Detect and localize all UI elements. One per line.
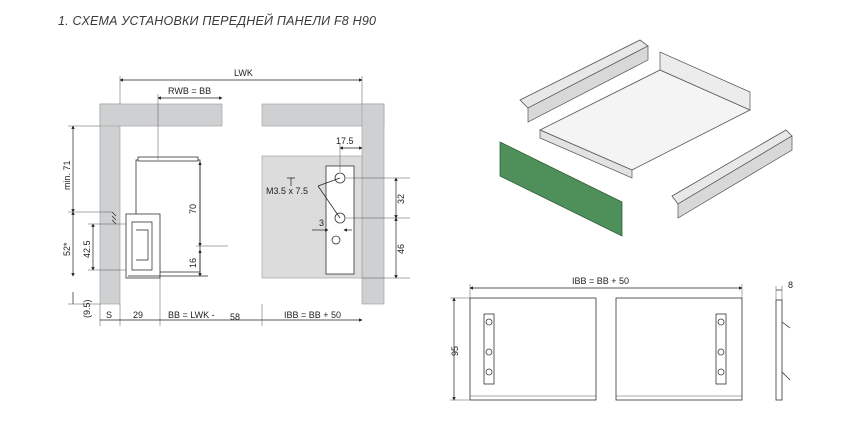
ibb-label-panel: IBB = BB + 50: [572, 276, 629, 286]
lwk-label: LWK: [234, 68, 253, 78]
right-side-rail: [671, 129, 793, 205]
panel-view: IBB = BB + 50 95 8: [450, 276, 793, 401]
page-title: 1. СХЕМА УСТАНОВКИ ПЕРЕДНЕЙ ПАНЕЛИ F8 H9…: [58, 14, 377, 28]
rwb-label: RWB = BB: [168, 86, 211, 96]
min71-label: min. 71: [62, 160, 72, 190]
dim16-label: 16: [188, 258, 198, 268]
dim9-5-label: (9.5): [82, 299, 92, 318]
dim42-5-label: 42.5: [82, 240, 92, 258]
panel-side-profile: [775, 299, 783, 401]
drawer-back: [659, 51, 751, 111]
height95-label: 95: [450, 346, 460, 356]
adjuster-hole: [331, 235, 341, 245]
front-panel-green: [499, 141, 623, 237]
dim52-label: 52*: [62, 242, 72, 256]
bb-label: BB = LWK -: [168, 310, 215, 320]
dim29-label: 29: [133, 310, 143, 320]
screw-label: M3.5 x 7.5: [266, 186, 308, 196]
s-label: S: [106, 310, 112, 320]
drawer-isometric: [499, 39, 793, 237]
thickness8-label: 8: [788, 280, 793, 290]
front-panel-detail: M3.5 x 7.5 17.5 32 46 3 IBB = BB + 50: [266, 136, 410, 320]
dim70-label: 70: [188, 204, 198, 214]
dim58-label: 58: [230, 312, 240, 322]
ibb-label-section: IBB = BB + 50: [284, 310, 341, 320]
runner-inner: [131, 221, 153, 271]
cabinet-right-wall: [361, 103, 385, 305]
dim46-label: 46: [396, 244, 406, 254]
drawer-top-rail: [137, 156, 199, 162]
dim17-5-label: 17.5: [336, 136, 354, 146]
cabinet-top-shelf: [99, 103, 223, 127]
screw-icon: [287, 177, 295, 186]
cabinet-left-wall: [99, 103, 121, 305]
runner-profile: [125, 213, 161, 279]
dim3-label: 3: [319, 218, 324, 228]
spring-hatch: [111, 211, 117, 225]
dim32-label: 32: [396, 194, 406, 204]
